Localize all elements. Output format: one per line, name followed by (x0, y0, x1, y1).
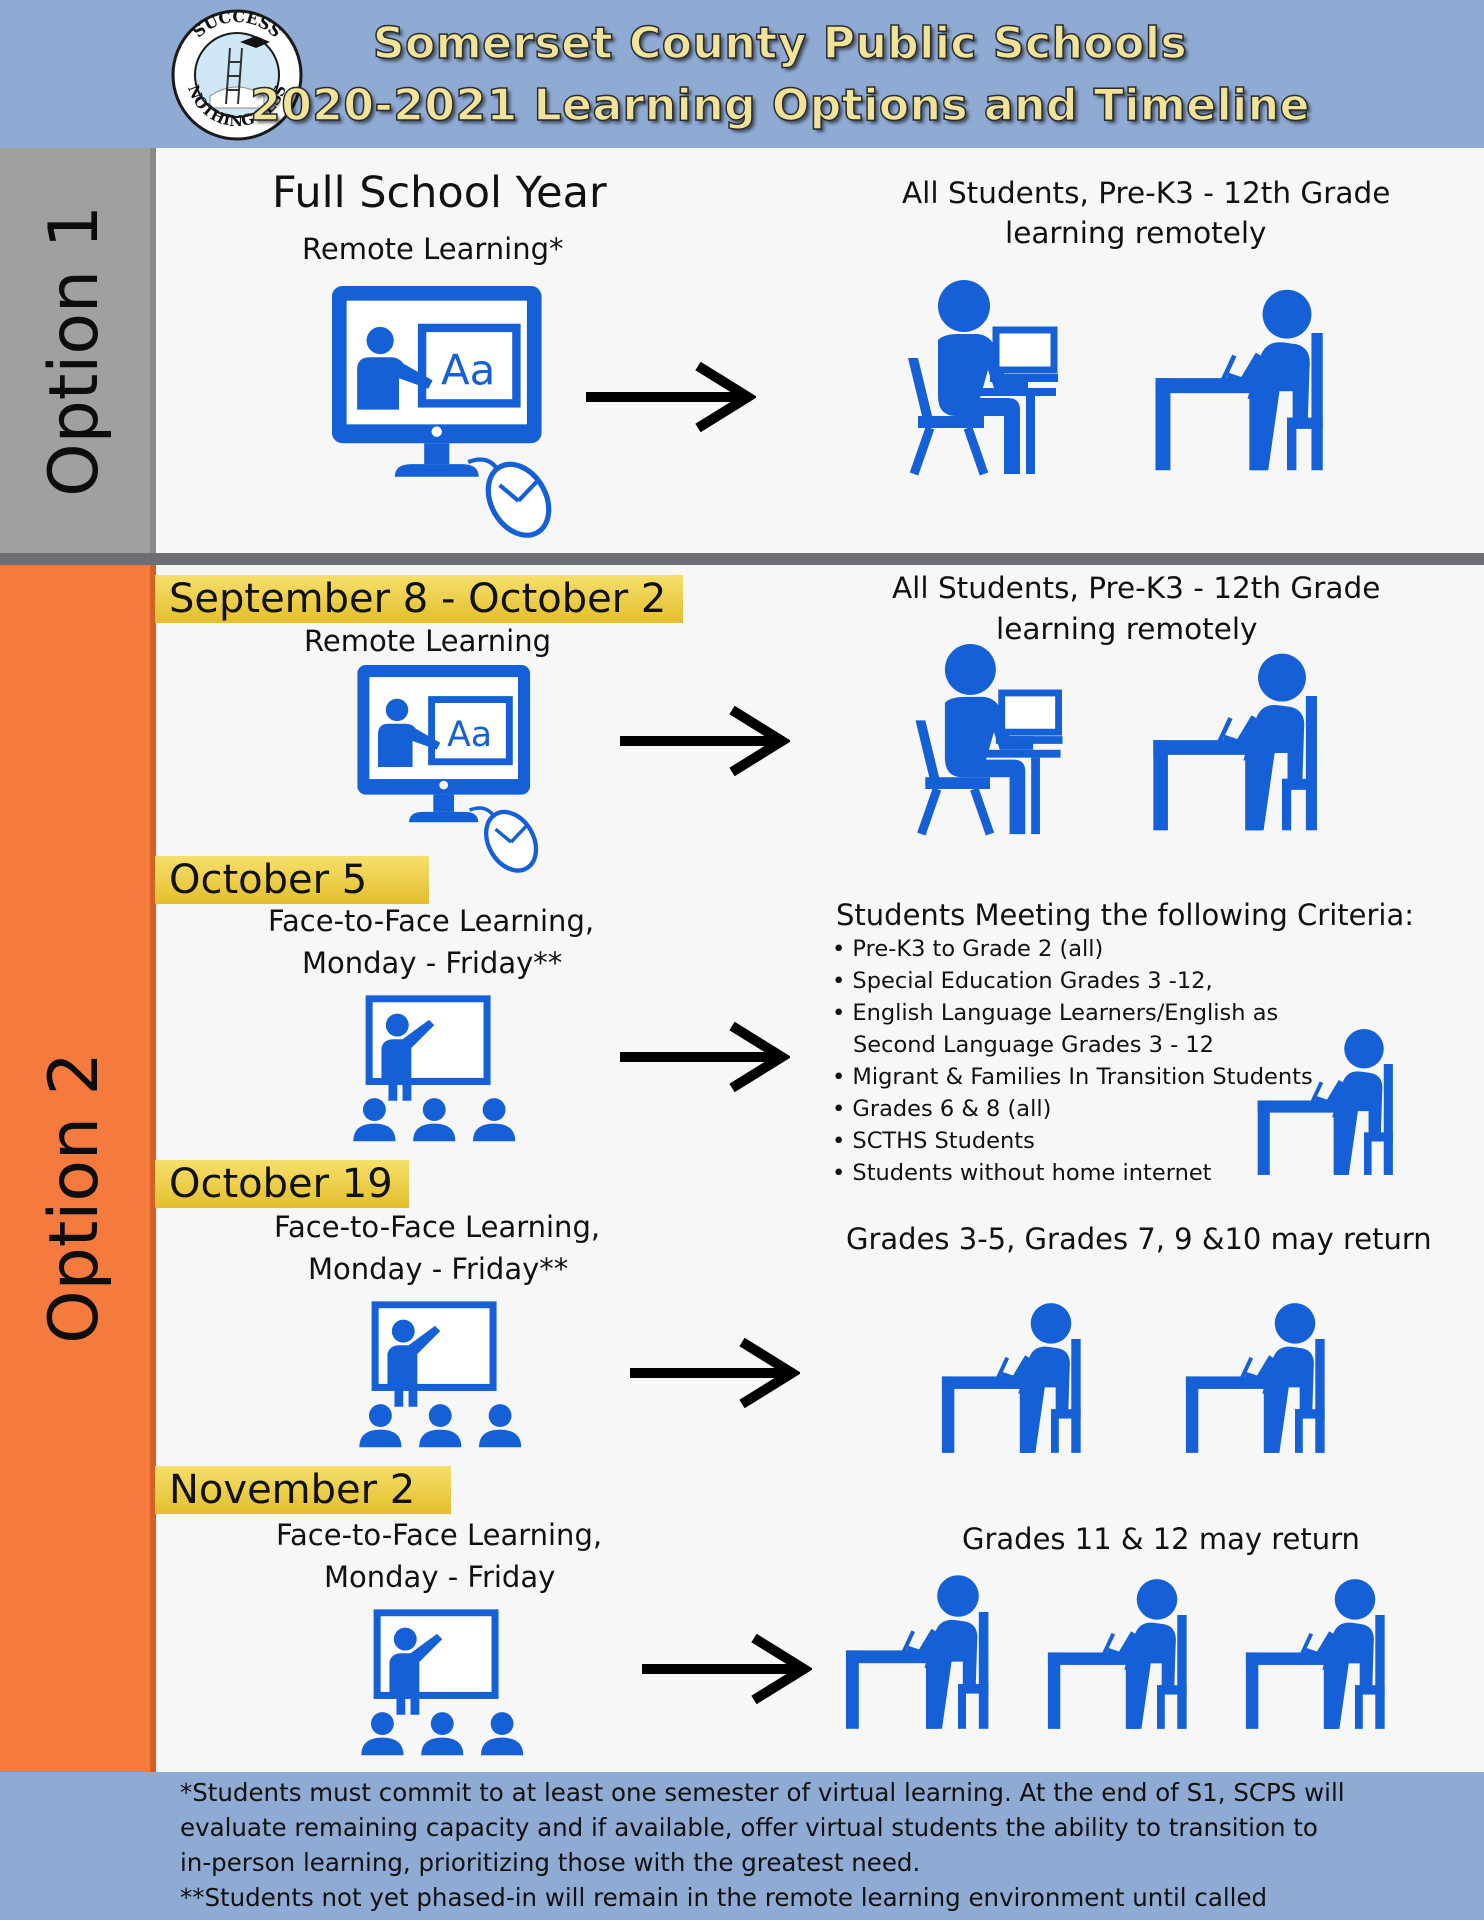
phase-4-date: November 2 (155, 1466, 451, 1514)
criteria-item: • English Language Learners/English as (832, 1000, 1279, 1026)
student-desk-icon (924, 1300, 1100, 1460)
phase-1-right-line-2: learning remotely (996, 612, 1258, 646)
phase-1-right-line-1: All Students, Pre-K3 - 12th Grade (892, 571, 1381, 605)
phase-1-date: September 8 - October 2 (155, 575, 683, 623)
footer: *Students must commit to at least one se… (0, 1772, 1484, 1920)
option-2-label: Option 2 (35, 1052, 114, 1344)
option-2-band (0, 565, 155, 1772)
classroom-teacher-icon (356, 1604, 532, 1768)
school-logo: SUCCESS NOTHING LESS (170, 7, 304, 142)
student-desk-icon (1228, 1576, 1404, 1736)
title-line-1: Somerset County Public Schools (372, 17, 1188, 70)
footnote-line-1: *Students must commit to at least one se… (180, 1778, 1345, 1807)
phase-2-date: October 5 (155, 856, 429, 904)
criteria-item: • Pre-K3 to Grade 2 (all) (832, 936, 1104, 962)
criteria-item: • Grades 6 & 8 (all) (832, 1096, 1052, 1122)
monitor-teacher-icon (342, 665, 554, 885)
classroom-teacher-icon (354, 1296, 530, 1460)
student-desk-icon (1030, 1576, 1206, 1736)
phase-1-desc: Remote Learning (304, 624, 552, 658)
option-2-band-edge (150, 565, 156, 1772)
arrow-right-icon (620, 706, 790, 780)
phase-4-desc-line-2: Monday - Friday (324, 1560, 556, 1594)
student-desk-icon (1238, 1026, 1414, 1182)
phase-3-right-line-1: Grades 3-5, Grades 7, 9 &10 may return (846, 1222, 1432, 1256)
criteria-title: Students Meeting the following Criteria: (836, 898, 1414, 932)
monitor-teacher-icon (322, 286, 562, 552)
footnote-line-2: evaluate remaining capacity and if avail… (180, 1813, 1318, 1842)
student-laptop-icon (908, 278, 1058, 482)
footnote-line-4: **Students not yet phased-in will remain… (180, 1883, 1268, 1912)
option-1-right-line-2: learning remotely (1005, 216, 1267, 250)
title-line-2: 2020-2021 Learning Options and Timeline (249, 79, 1310, 132)
footnote-line-3: in-person learning, prioritizing those w… (180, 1848, 921, 1877)
phase-3-desc-line-2: Monday - Friday** (308, 1252, 569, 1286)
option-1-label: Option 1 (35, 205, 114, 497)
option-1-band (0, 148, 155, 553)
phase-3-date: October 19 (155, 1160, 409, 1208)
option-1-right-line-1: All Students, Pre-K3 - 12th Grade (902, 176, 1391, 210)
criteria-item: • Migrant & Families In Transition Stude… (832, 1064, 1313, 1090)
arrow-right-icon (586, 362, 756, 436)
phase-3-desc-line-1: Face-to-Face Learning, (274, 1210, 601, 1244)
student-desk-icon (1134, 286, 1346, 478)
criteria-item: • Special Education Grades 3 -12, (832, 968, 1213, 994)
arrow-right-icon (642, 1634, 812, 1708)
header: SUCCESS NOTHING LESS Somerset County Pub… (0, 0, 1484, 148)
student-desk-icon (1130, 650, 1342, 838)
arrow-right-icon (620, 1022, 790, 1096)
student-laptop-icon (914, 642, 1064, 842)
option-1-band-edge (150, 148, 156, 553)
phase-4-desc-line-1: Face-to-Face Learning, (276, 1518, 603, 1552)
criteria-item: • SCTHS Students (832, 1128, 1035, 1154)
criteria-item: • Students without home internet (832, 1160, 1212, 1186)
phase-2-desc-line-2: Monday - Friday** (302, 946, 563, 980)
arrow-right-icon (630, 1338, 800, 1412)
classroom-teacher-icon (348, 990, 524, 1154)
option-1-subtitle: Remote Learning* (302, 232, 564, 266)
phase-4-right-line-1: Grades 11 & 12 may return (962, 1522, 1360, 1556)
option-1-title: Full School Year (272, 168, 607, 218)
section-divider (0, 553, 1484, 565)
criteria-item: Second Language Grades 3 - 12 (853, 1032, 1214, 1058)
student-desk-icon (830, 1572, 1006, 1736)
phase-2-desc-line-1: Face-to-Face Learning, (268, 904, 595, 938)
student-desk-icon (1168, 1300, 1344, 1460)
